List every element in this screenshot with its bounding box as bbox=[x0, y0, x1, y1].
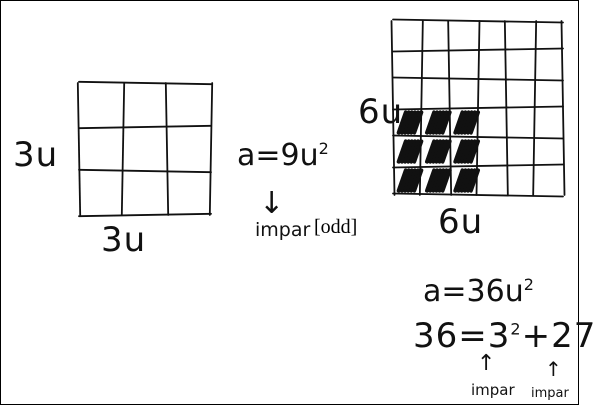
shaded-cell bbox=[453, 110, 480, 135]
grid-line-horizontal bbox=[392, 18, 564, 24]
grid-line-vertical bbox=[390, 20, 396, 196]
shaded-cell bbox=[425, 110, 452, 135]
grid-line-vertical bbox=[208, 82, 214, 216]
small-area-note-translation: [odd] bbox=[314, 216, 358, 238]
grid-line-horizontal bbox=[78, 168, 212, 174]
big-area-left-arrow: ↑ bbox=[477, 351, 496, 376]
grid-line-horizontal bbox=[392, 163, 564, 169]
big-area-formula-base: a=36u bbox=[423, 274, 524, 309]
shaded-cell bbox=[396, 110, 424, 135]
shaded-cell bbox=[396, 139, 424, 164]
small-area-formula-exponent: 2 bbox=[318, 139, 329, 158]
grid-line-horizontal bbox=[392, 76, 564, 82]
shaded-cell bbox=[425, 139, 452, 164]
grid-line-vertical bbox=[76, 82, 82, 216]
big-area-equation: 36=32+27 bbox=[413, 319, 596, 353]
grid-line-vertical bbox=[532, 20, 538, 196]
big-area-equation-rhs: +27 bbox=[521, 316, 596, 356]
big-area-formula: a=36u2 bbox=[423, 277, 534, 307]
big-square-side-left-label: 6u bbox=[358, 92, 404, 132]
small-square-side-left-label: 3u bbox=[13, 135, 59, 175]
small-square-side-bottom-label: 3u bbox=[101, 220, 147, 260]
shaded-cell bbox=[453, 168, 480, 193]
big-square-side-bottom-label: 6u bbox=[438, 202, 484, 242]
grid-line-horizontal bbox=[392, 105, 564, 111]
big-area-equation-lhs: 36=3 bbox=[413, 316, 511, 356]
grid-line-horizontal bbox=[78, 124, 212, 130]
grid-line-horizontal bbox=[78, 80, 212, 86]
shaded-cell bbox=[453, 139, 480, 164]
grid-line-horizontal bbox=[392, 192, 564, 198]
big-area-right-arrow: ↑ bbox=[545, 357, 562, 381]
grid-line-vertical bbox=[120, 82, 126, 216]
small-area-down-arrow: ↓ bbox=[259, 186, 285, 221]
small-area-formula: a=9u2 bbox=[237, 141, 329, 171]
big-area-note-left: impar bbox=[471, 381, 515, 399]
grid-line-horizontal bbox=[392, 47, 564, 53]
big-area-note-right: impar bbox=[531, 386, 569, 401]
shaded-cell bbox=[396, 168, 424, 193]
shaded-cell bbox=[425, 168, 452, 193]
grid-line-vertical bbox=[164, 82, 170, 216]
grid-line-horizontal bbox=[78, 212, 212, 218]
grid-line-vertical bbox=[418, 20, 424, 196]
big-square-grid bbox=[390, 18, 566, 198]
big-area-formula-exponent: 2 bbox=[523, 275, 534, 294]
grid-line-horizontal bbox=[392, 134, 564, 140]
grid-line-vertical bbox=[560, 20, 566, 196]
big-area-equation-exponent: 2 bbox=[510, 319, 522, 339]
small-square-grid bbox=[76, 80, 214, 218]
small-area-note-handwritten: impar bbox=[255, 219, 311, 241]
small-area-formula-base: a=9u bbox=[237, 138, 319, 173]
